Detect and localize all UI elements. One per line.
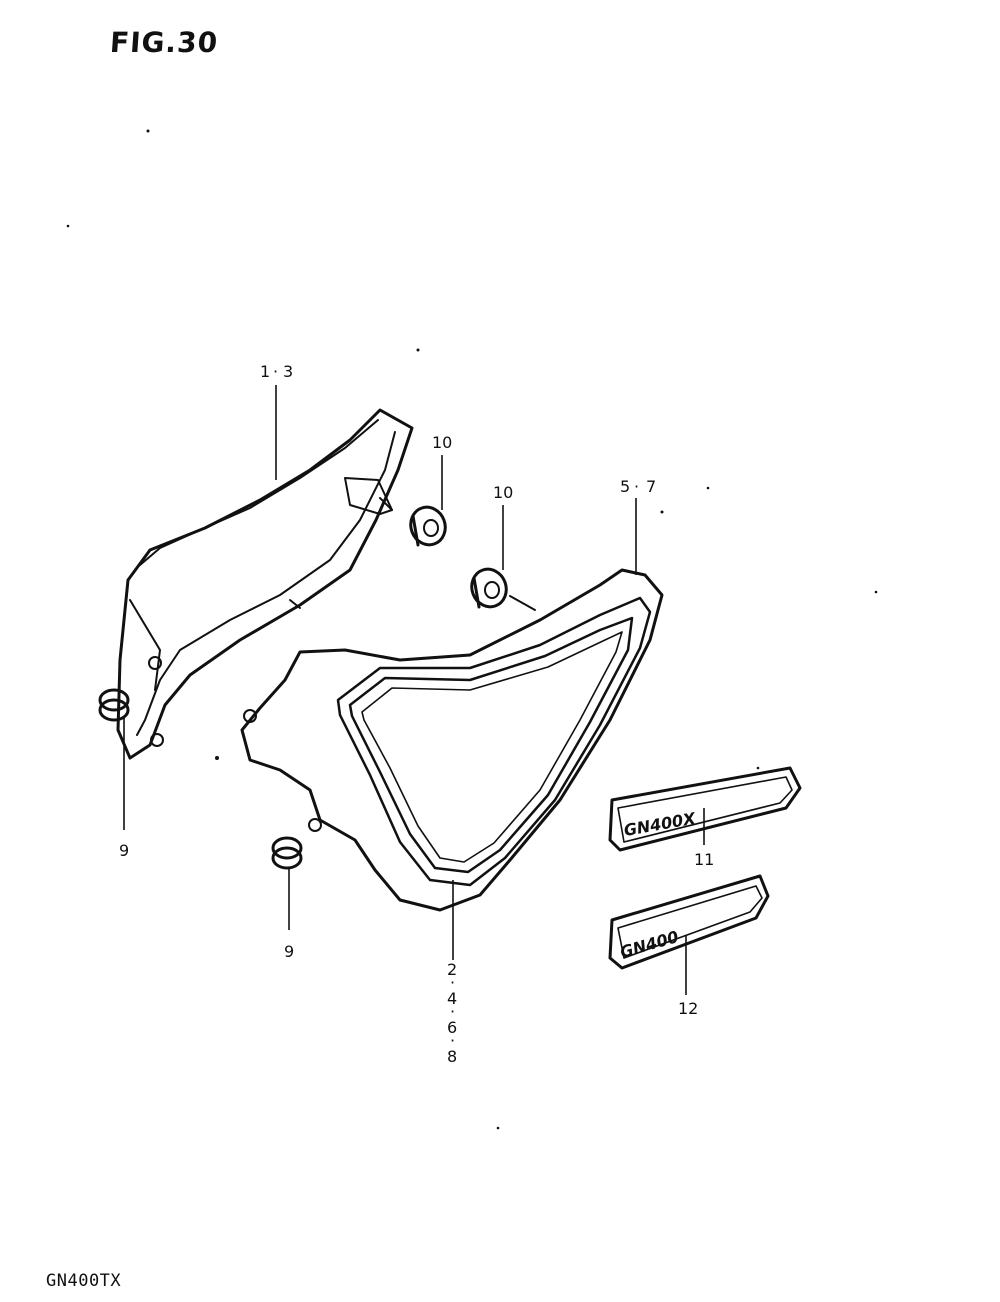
right-frame-cover [240,568,664,912]
callout-10-lower: 10 [493,483,513,502]
emblem-11-lettering: GN400X [622,809,697,840]
grommet-part-10-upper [409,505,447,547]
callout-11: 11 [694,850,714,869]
svg-text:·: · [634,477,639,496]
callout-7: 7 [646,477,656,496]
emblem-part-12: GN400 [608,874,770,970]
callout-1: 1 [260,362,270,381]
cushion-part-9-left [98,688,130,722]
callout-5: 5 [620,477,630,496]
cushion-part-9-right [271,836,303,870]
callout-12: 12 [678,999,698,1018]
callout-9-left: 9 [119,841,129,860]
callout-4: 4 [447,989,457,1008]
left-frame-cover [116,408,414,760]
emblem-part-11: GN400X [608,766,802,852]
callout-8: 8 [447,1047,457,1066]
grommet-part-10-lower [470,567,508,609]
scan-specks [66,129,878,1130]
leader-lines [123,385,705,995]
svg-text:·: · [450,1002,455,1021]
svg-text:·: · [450,1031,455,1050]
callout-3: 3 [283,362,293,381]
svg-text:·: · [273,362,278,381]
callout-10-upper: 10 [432,433,452,452]
svg-text:·: · [450,973,455,992]
callout-2: 2 [447,960,457,979]
model-code: GN400TX [46,1271,122,1291]
callout-9-right: 9 [284,942,294,961]
callout-labels: 1 · 3 10 10 5 · 7 9 9 2 · 4 · 6 · 8 11 1… [119,362,714,1066]
callout-6: 6 [447,1018,457,1037]
